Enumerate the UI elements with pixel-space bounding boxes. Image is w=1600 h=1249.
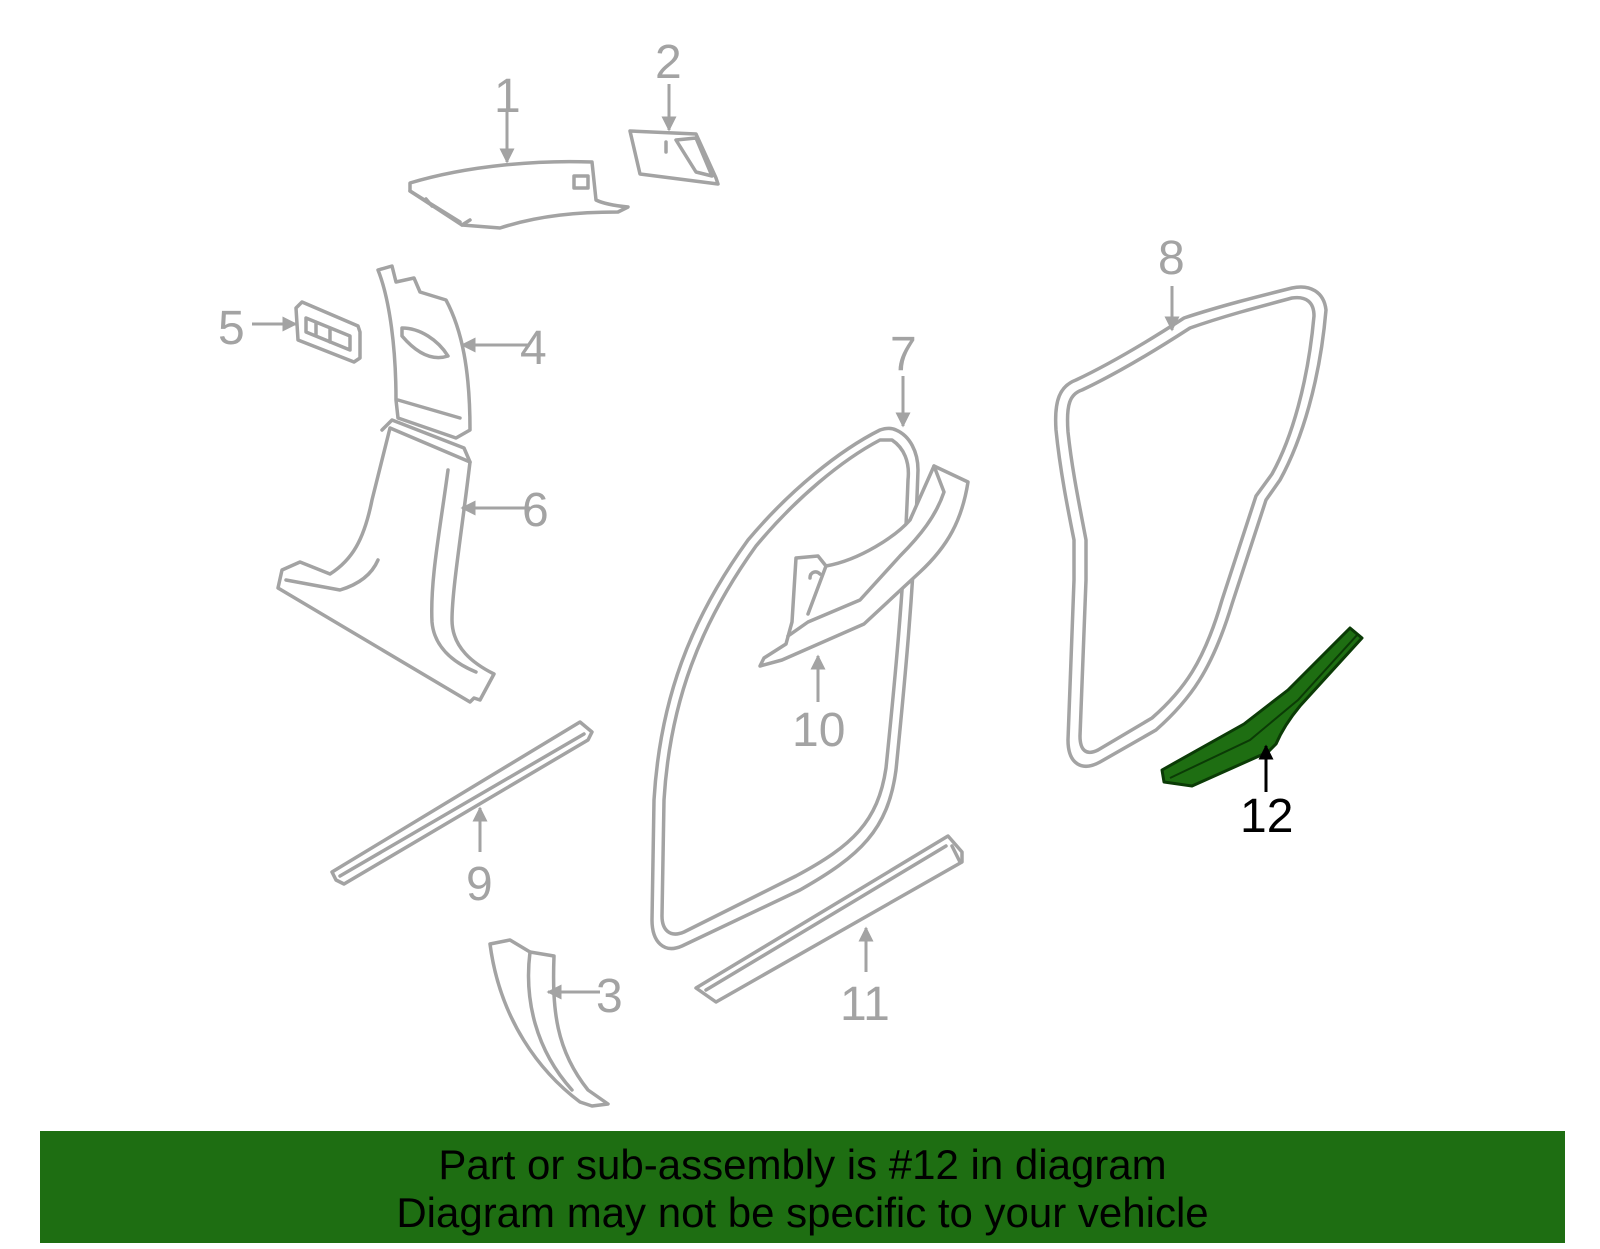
callout-4[interactable]: 4 — [520, 322, 547, 375]
callout-6[interactable]: 6 — [522, 484, 549, 537]
part-6-lower-pillar-trim[interactable] — [276, 418, 496, 704]
callout-12[interactable]: 12 — [1240, 790, 1293, 843]
callout-labels: 1 2 3 4 5 6 7 8 9 10 11 12 — [218, 36, 1293, 1031]
banner-line-disclaimer: Diagram may not be specific to your vehi… — [396, 1189, 1209, 1236]
callout-1[interactable]: 1 — [494, 70, 521, 123]
callout-5[interactable]: 5 — [218, 302, 245, 355]
callout-7[interactable]: 7 — [890, 328, 917, 381]
callout-8[interactable]: 8 — [1158, 232, 1185, 285]
callout-11[interactable]: 11 — [840, 978, 890, 1031]
callout-2[interactable]: 2 — [655, 36, 682, 89]
callout-9[interactable]: 9 — [466, 858, 493, 911]
leader-arrows — [252, 84, 1274, 1000]
part-5-vent-grille[interactable] — [294, 300, 362, 364]
parts-diagram: 1 2 3 4 5 6 7 8 9 10 11 12 — [218, 36, 1364, 1108]
callout-3[interactable]: 3 — [596, 970, 623, 1023]
part-10-pillar-bracket[interactable] — [758, 464, 970, 668]
callout-10[interactable]: 10 — [792, 704, 845, 757]
info-banner: Part or sub-assembly is #12 in diagram D… — [40, 1131, 1565, 1243]
part-9-sill-strip[interactable] — [330, 720, 594, 886]
banner-line-part-number: Part or sub-assembly is #12 in diagram — [438, 1141, 1167, 1188]
part-1-upper-trim[interactable] — [408, 159, 630, 230]
part-3-front-lower-trim[interactable] — [488, 938, 610, 1108]
part-2-bracket[interactable] — [628, 129, 720, 186]
part-12-highlighted-sill-trim[interactable] — [1160, 626, 1364, 788]
part-4-upper-pillar-trim[interactable] — [376, 264, 472, 440]
part-7-door-weatherstrip[interactable] — [650, 426, 920, 951]
part-8-rear-weatherstrip[interactable] — [1053, 285, 1328, 768]
part-11-scuff-plate[interactable] — [694, 834, 964, 1004]
